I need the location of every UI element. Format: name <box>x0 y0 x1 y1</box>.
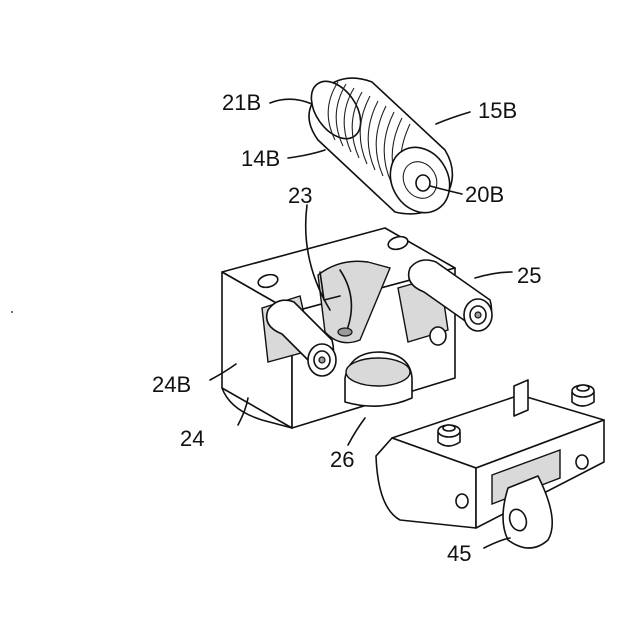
label-25: 25 <box>517 263 541 288</box>
label-24b: 24B <box>152 372 191 397</box>
label-21b: 21B <box>222 90 261 115</box>
label-20b: 20B <box>465 182 504 207</box>
label-14b: 14B <box>241 146 280 171</box>
housing-block-24 <box>222 228 455 428</box>
label-15b: 15B <box>478 98 517 123</box>
label-45: 45 <box>447 541 471 566</box>
label-26: 26 <box>330 447 354 472</box>
bracket-45 <box>376 380 604 548</box>
label-23: 23 <box>288 183 312 208</box>
threaded-cylinder-15b <box>301 72 461 223</box>
speck <box>11 311 13 313</box>
tab-26 <box>345 352 412 406</box>
label-24: 24 <box>180 426 204 451</box>
